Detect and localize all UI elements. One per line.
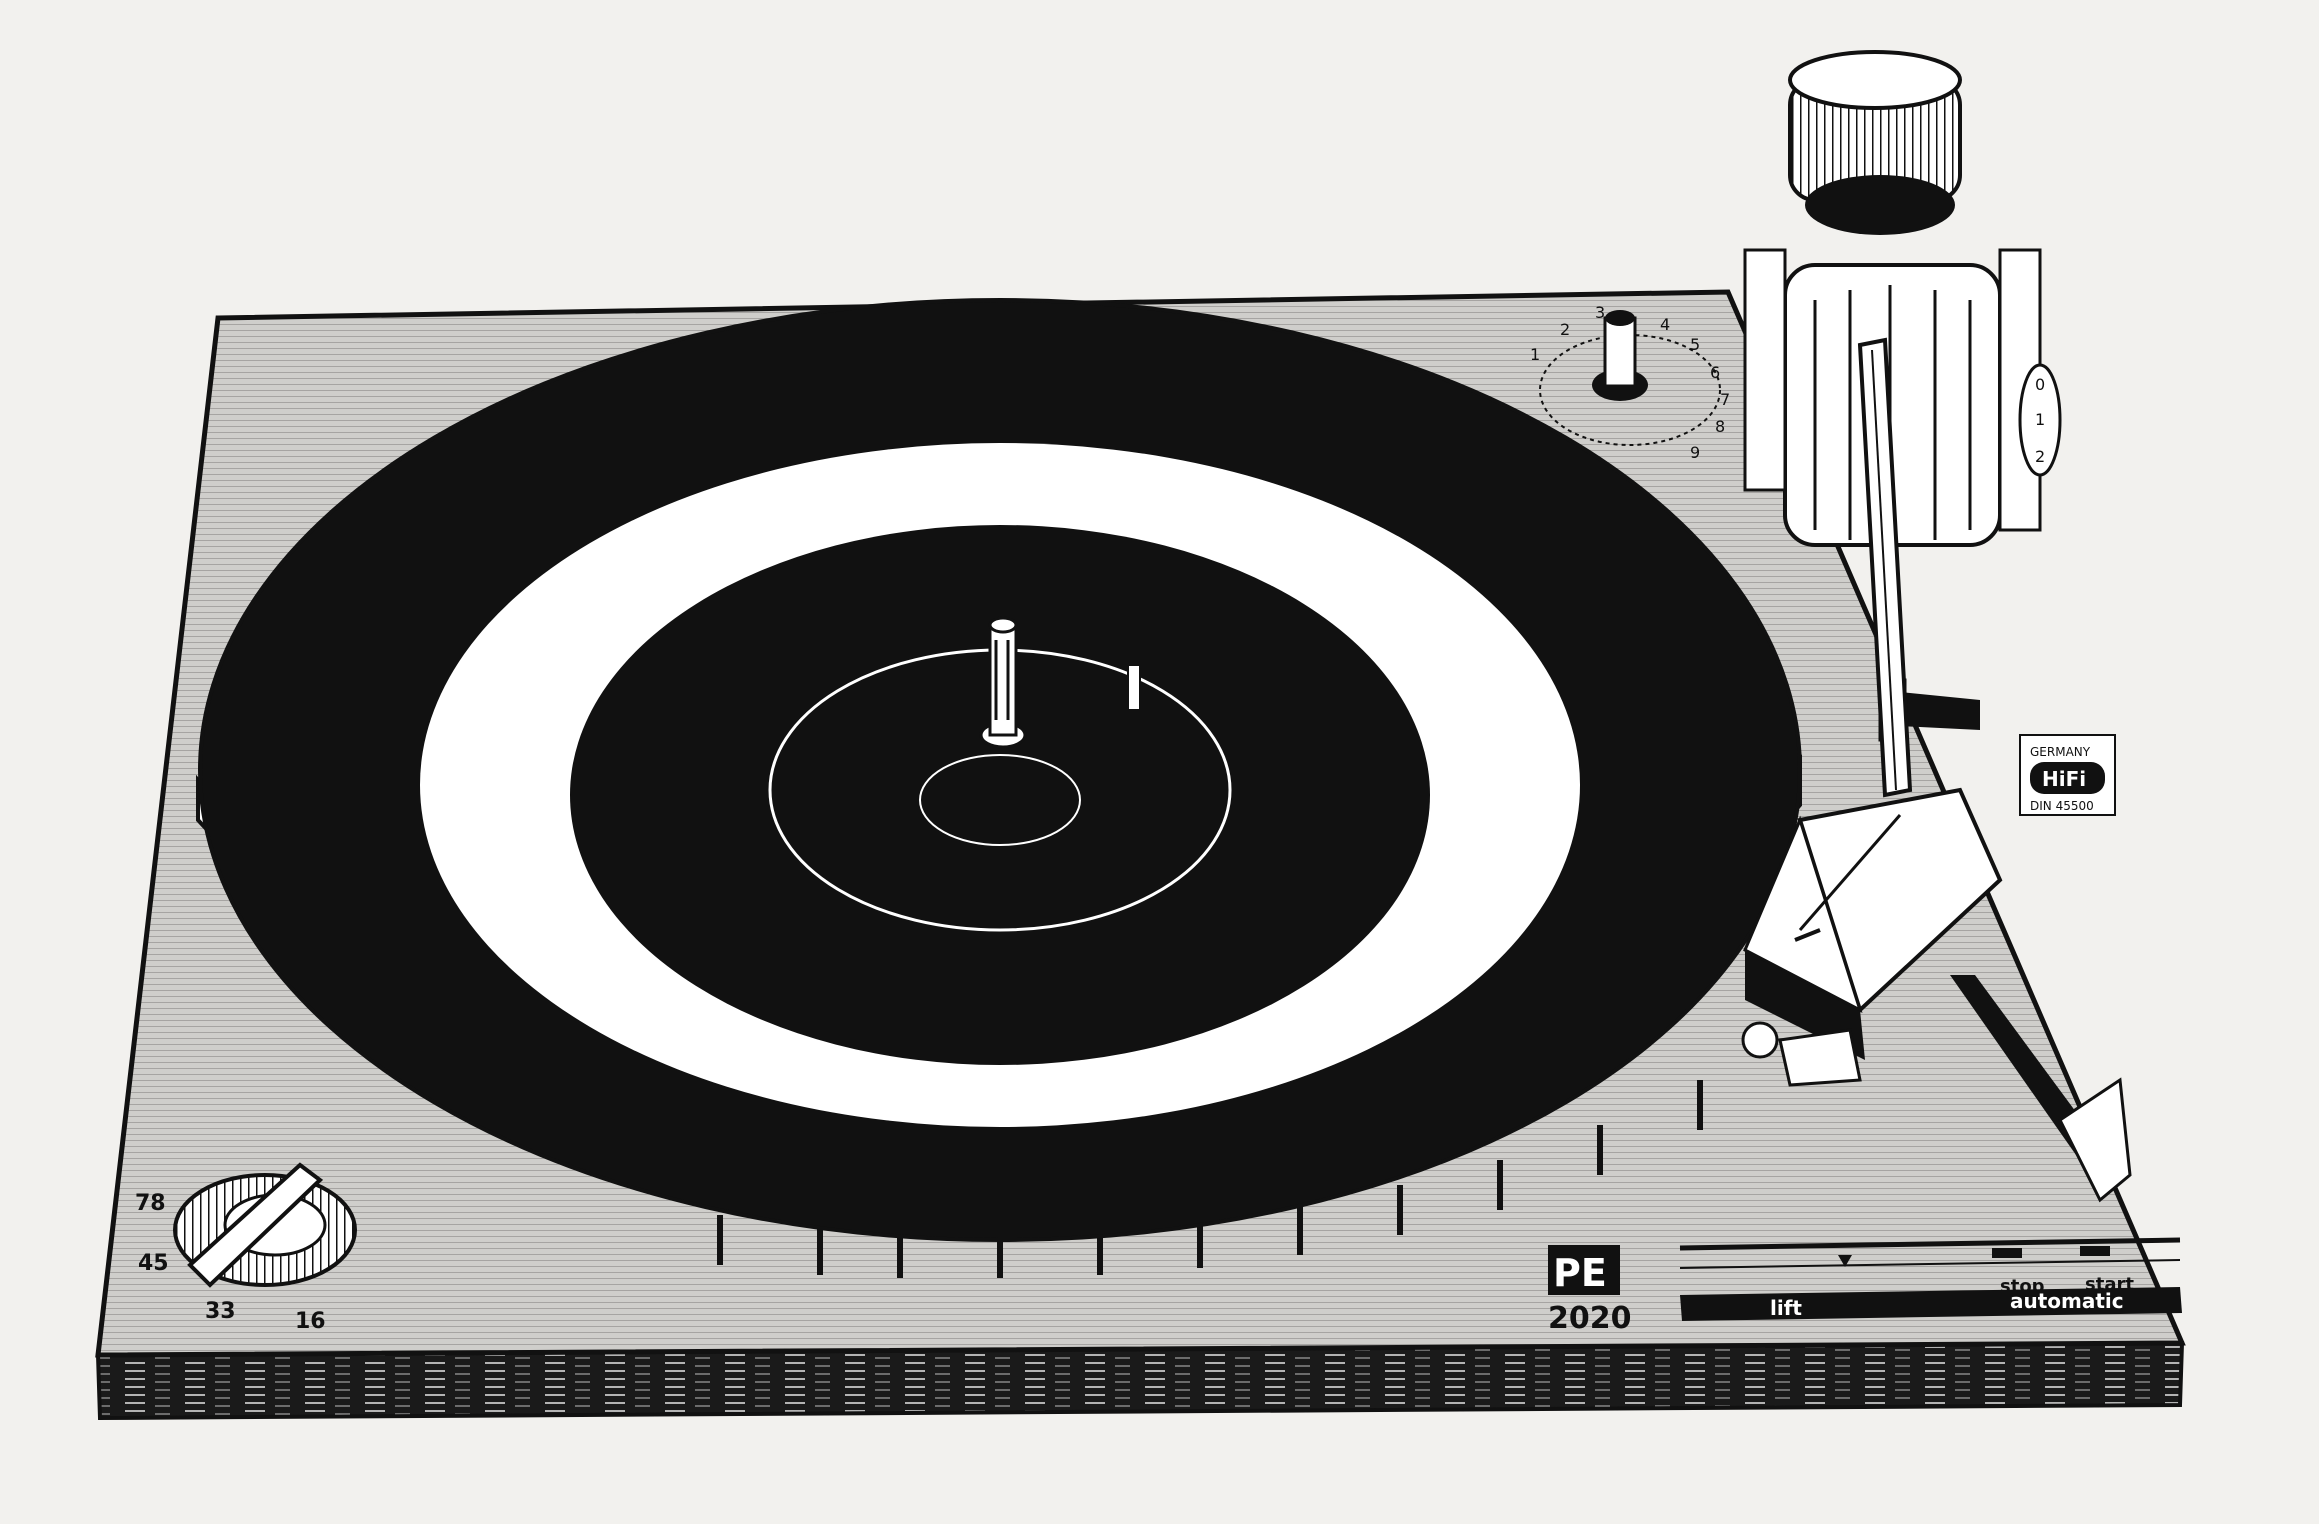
control-strip: stop start lift automatic: [1679, 1237, 2182, 1321]
antiskate-7: 7: [1720, 390, 1730, 409]
brand-logo: PE 2020: [1548, 1245, 1632, 1336]
stabilizer-pin: [1127, 664, 1141, 711]
brand-logo-text: PE: [1553, 1251, 1607, 1295]
cue-lever[interactable]: [1950, 975, 2132, 1203]
antiskate-2: 2: [1560, 320, 1570, 339]
tonearm[interactable]: [1857, 337, 1913, 798]
speed-label-33: 33: [205, 1299, 236, 1324]
lift-label[interactable]: lift: [1770, 1296, 1802, 1320]
spindle: [979, 616, 1027, 749]
tracking-force-0: 0: [2035, 375, 2045, 394]
tracking-force-scale[interactable]: 0 1 2: [2018, 363, 2062, 477]
tracking-force-2: 2: [2035, 447, 2045, 466]
antiskate-5: 5: [1690, 335, 1700, 354]
speed-label-45: 45: [138, 1251, 169, 1276]
headshell[interactable]: [1741, 787, 2003, 1087]
hifi-badge-country: GERMANY: [2030, 745, 2091, 759]
antiskate-3: 3: [1595, 303, 1605, 322]
antiskate-6: 6: [1710, 363, 1720, 382]
hifi-badge-logo: HiFi: [2042, 767, 2086, 791]
hifi-badge: GERMANY HiFi DIN 45500: [2019, 734, 2116, 816]
antiskate-dial[interactable]: 1 2 3 4 5 6 7 8 9: [1530, 303, 1730, 462]
antiskate-4: 4: [1660, 315, 1670, 334]
antiskate-9: 9: [1690, 443, 1700, 462]
antiskate-1: 1: [1530, 345, 1540, 364]
tracking-force-1: 1: [2035, 410, 2045, 429]
speed-label-78: 78: [135, 1191, 166, 1216]
counterweight[interactable]: [1788, 50, 1962, 235]
speed-selector[interactable]: 78 45 33 16: [135, 1162, 357, 1334]
hifi-badge-din: DIN 45500: [2030, 799, 2094, 813]
brand-model: 2020: [1548, 1301, 1632, 1336]
automatic-label[interactable]: automatic: [2010, 1289, 2124, 1313]
speed-label-16: 16: [295, 1309, 326, 1334]
platter: [196, 298, 1802, 1278]
antiskate-8: 8: [1715, 417, 1725, 436]
